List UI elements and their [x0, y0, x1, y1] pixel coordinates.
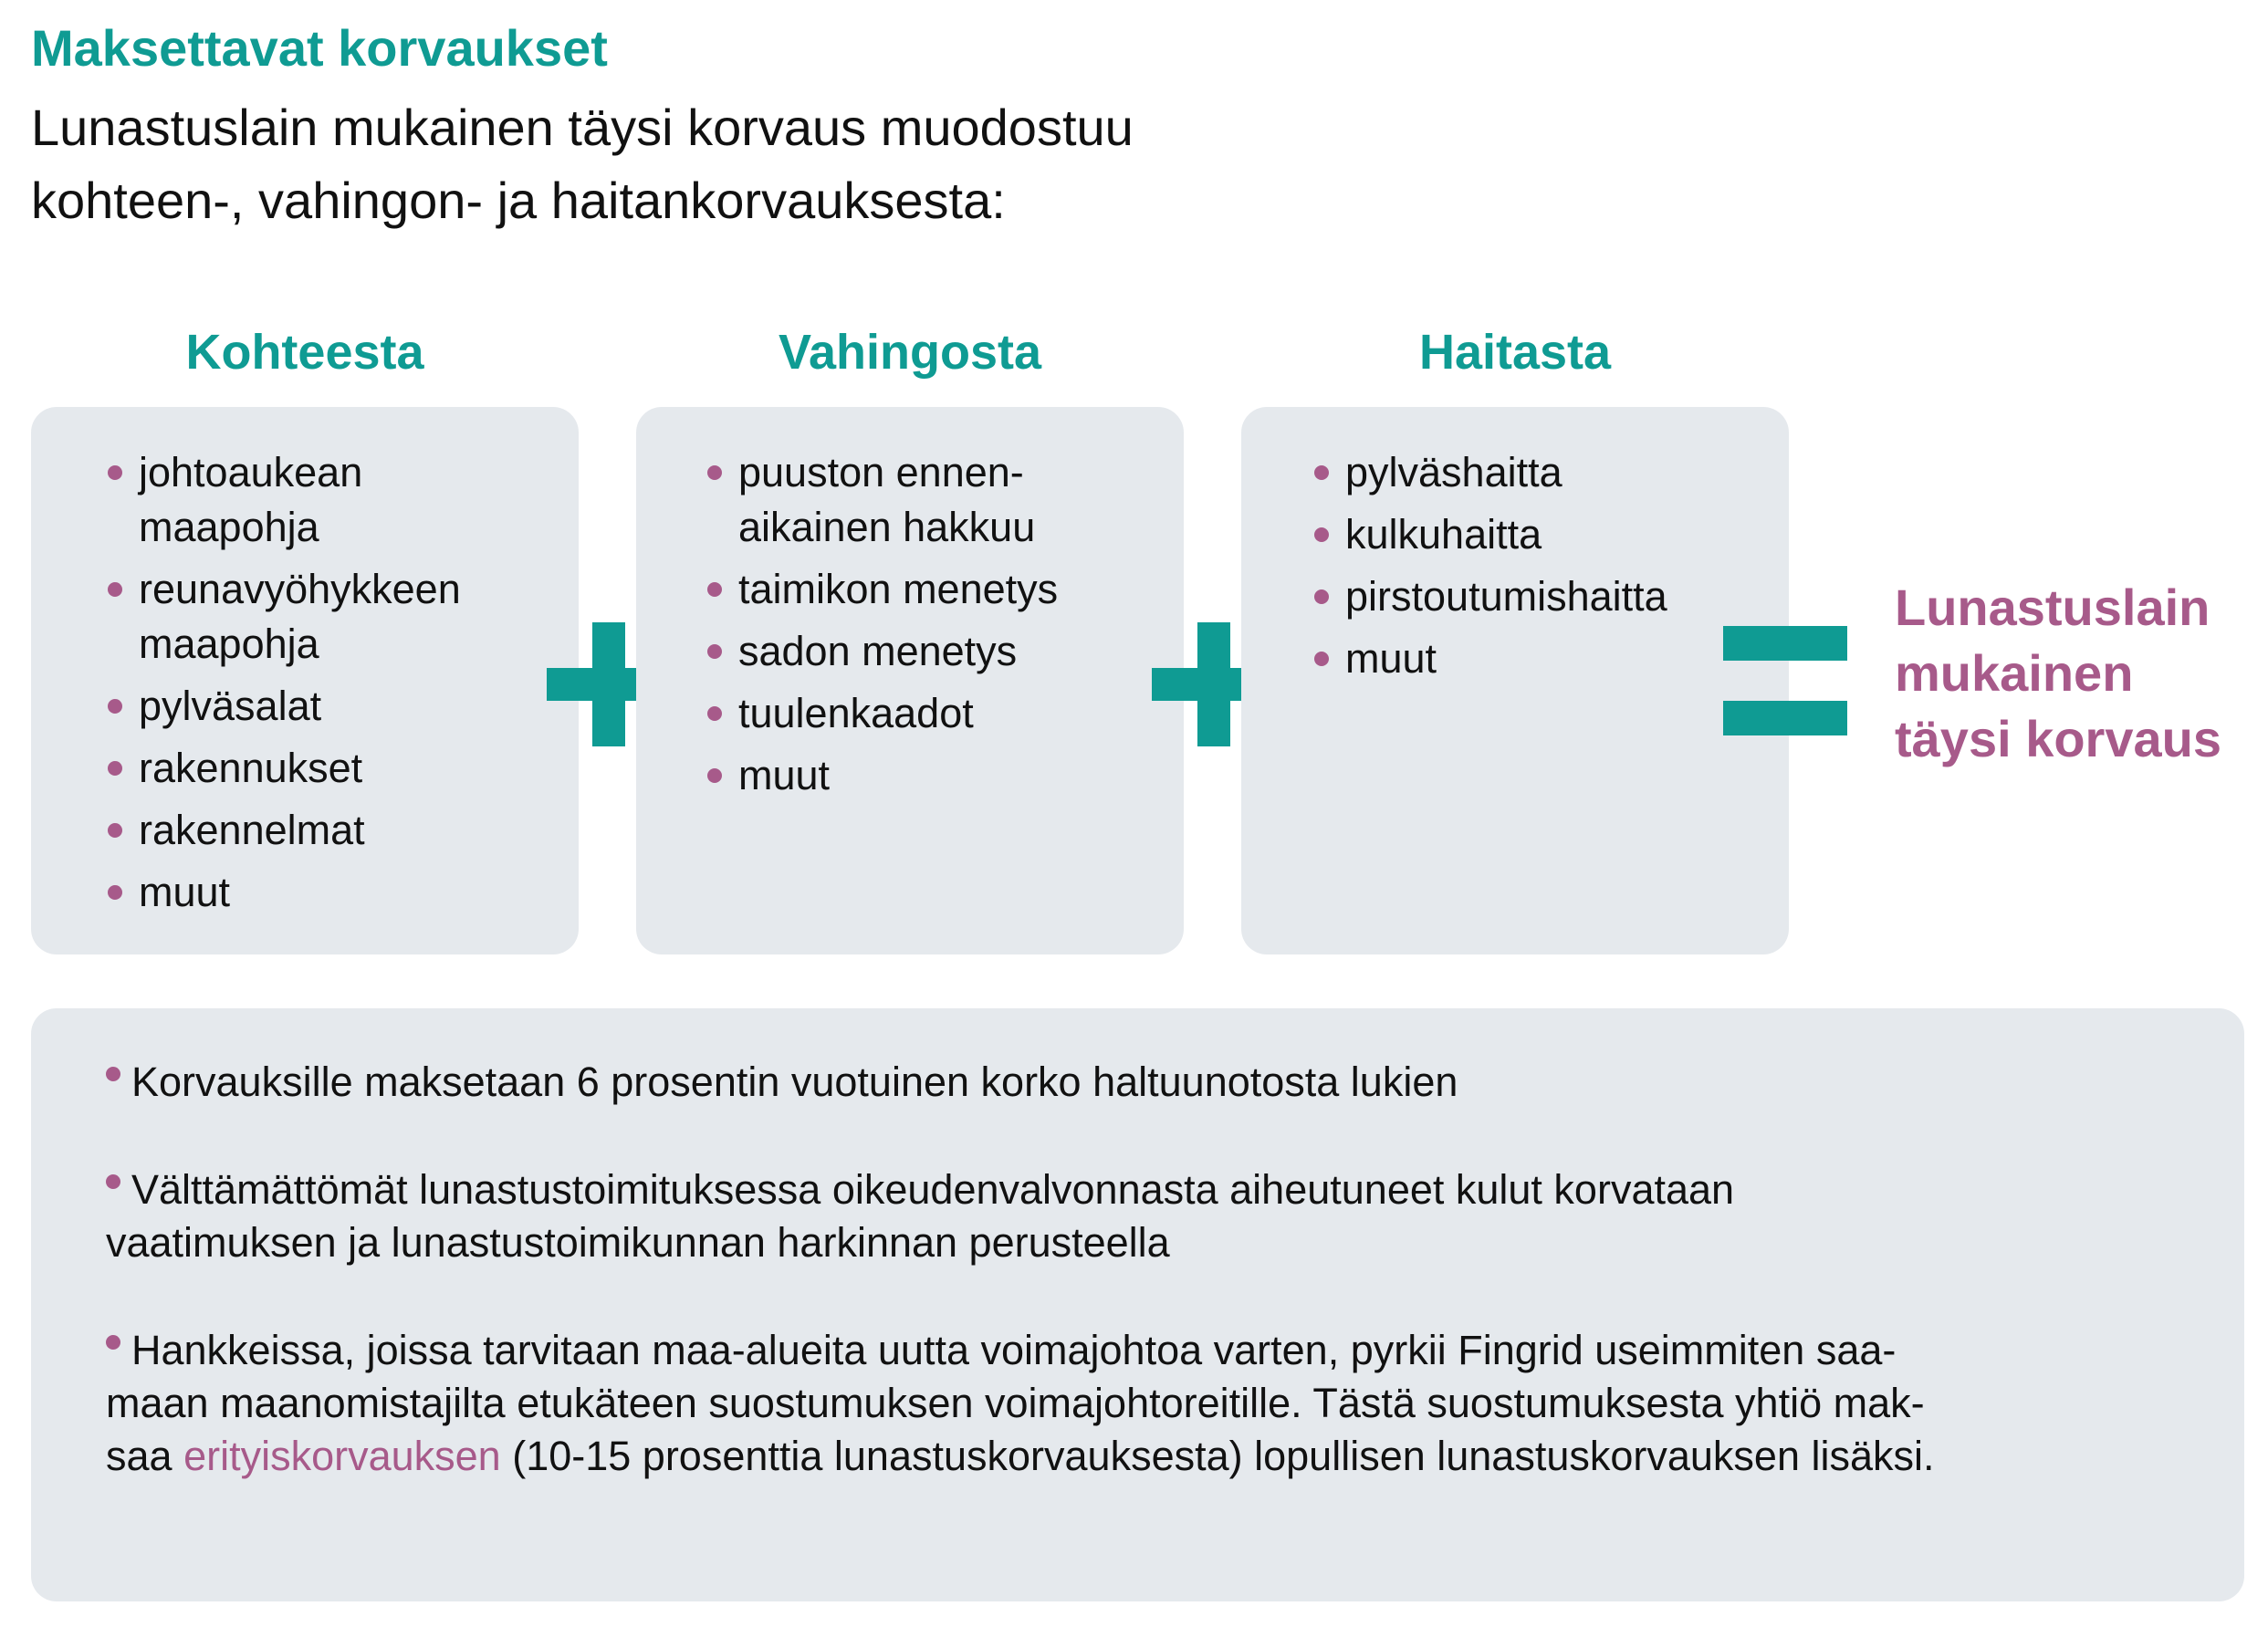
list-item: rakennukset	[108, 741, 461, 796]
item-list: puuston ennen-aikainen hakkuu taimikon me…	[707, 445, 1058, 810]
list-item: pylväsalat	[108, 679, 461, 734]
note-text: Hankkeissa, joissa tarvitaan maa-alueita…	[131, 1327, 1897, 1373]
list-item-text: muut	[139, 869, 231, 915]
list-item-text: taimikon menetys	[738, 566, 1059, 612]
list-item-text: rakennukset	[139, 745, 363, 791]
list-item: tuulenkaadot	[707, 686, 1058, 741]
result-label: Lunastuslain mukainen täysi korvaus	[1895, 575, 2221, 772]
list-item-text: muut	[1345, 635, 1437, 682]
list-item-text: johtoaukean	[139, 449, 363, 495]
list-item-text: pirstoutumishaitta	[1345, 573, 1667, 620]
note-text: vaatimuksen ja lunastustoimikunnan harki…	[106, 1219, 1170, 1266]
bullet-dot	[106, 1174, 120, 1190]
column-heading-haitasta: Haitasta	[1418, 325, 1612, 380]
column-heading-kohteesta: Kohteesta	[185, 325, 424, 380]
intro-text: Lunastuslain mukainen täysi korvaus muod…	[31, 91, 1134, 237]
note-text: saa	[106, 1433, 184, 1479]
list-item-text: maapohja	[139, 504, 319, 550]
list-item-text: pylväsalat	[139, 683, 322, 729]
note-text: Korvauksille maksetaan 6 prosentin vuotu…	[131, 1059, 1458, 1105]
column-box-kohteesta: johtoaukean maapohja reunavyöhykkeen maapoh…	[31, 407, 579, 954]
list-item-text: aikainen hakkuu	[738, 504, 1036, 550]
bullet-dot	[106, 1067, 120, 1082]
list-item-text: rakennelmat	[139, 807, 365, 853]
list-item-text: puuston ennen-	[738, 449, 1024, 495]
list-item: sadon menetys	[707, 624, 1058, 679]
note-text: Välttämättömät lunastustoimituksessa oik…	[131, 1166, 1735, 1213]
item-list: pylväshaitta kulkuhaitta pirstoutumishaitt…	[1314, 445, 1667, 694]
list-item-text: pylväshaitta	[1345, 449, 1563, 495]
list-item: puuston ennen-aikainen hakkuu	[707, 445, 1058, 555]
note-item: Korvauksille maksetaan 6 prosentin vuotu…	[106, 1056, 2171, 1109]
list-item: johtoaukean maapohja	[108, 445, 461, 555]
list-item-text: kulkuhaitta	[1345, 511, 1542, 558]
column-heading-vahingosta: Vahingosta	[778, 325, 1042, 380]
highlight-term: erityiskorvauksen	[183, 1433, 501, 1479]
list-item: reunavyöhykkeen maapohja	[108, 562, 461, 672]
bullet-dot	[106, 1335, 120, 1351]
note-text: maan maanomistajilta etukäteen suostumuk…	[106, 1380, 1925, 1426]
list-item: pirstoutumishaitta	[1314, 569, 1667, 624]
note-item: Hankkeissa, joissa tarvitaan maa-alueita…	[106, 1324, 2171, 1483]
list-item: taimikon menetys	[707, 562, 1058, 617]
intro-line-2: kohteen-, vahingon- ja haitankorvauksest…	[31, 172, 1006, 229]
note-item: Välttämättömät lunastustoimituksessa oik…	[106, 1163, 2171, 1269]
list-item: muut	[108, 865, 461, 920]
list-item: muut	[1314, 631, 1667, 686]
list-item-text: tuulenkaadot	[738, 690, 974, 736]
result-line-2: mukainen	[1895, 644, 2134, 702]
column-box-haitasta: pylväshaitta kulkuhaitta pirstoutumishaitt…	[1241, 407, 1789, 954]
result-line-3: täysi korvaus	[1895, 710, 2221, 767]
column-box-vahingosta: puuston ennen-aikainen hakkuu taimikon me…	[636, 407, 1184, 954]
list-item: rakennelmat	[108, 803, 461, 858]
list-item: muut	[707, 748, 1058, 803]
list-item-text: maapohja	[139, 621, 319, 667]
list-item: kulkuhaitta	[1314, 507, 1667, 562]
list-item-text: sadon menetys	[738, 628, 1018, 674]
notes-box: Korvauksille maksetaan 6 prosentin vuotu…	[31, 1008, 2244, 1601]
item-list: johtoaukean maapohja reunavyöhykkeen maapoh…	[108, 445, 461, 927]
intro-line-1: Lunastuslain mukainen täysi korvaus muod…	[31, 99, 1134, 156]
note-text: (10-15 prosenttia lunastuskorvauksesta) …	[500, 1433, 1935, 1479]
list-item-text: reunavyöhykkeen	[139, 566, 461, 612]
list-item-text: muut	[738, 752, 831, 798]
result-line-1: Lunastuslain	[1895, 579, 2211, 636]
equals-icon	[1723, 626, 1847, 735]
list-item: pylväshaitta	[1314, 445, 1667, 500]
page-title: Maksettavat korvaukset	[31, 19, 608, 77]
